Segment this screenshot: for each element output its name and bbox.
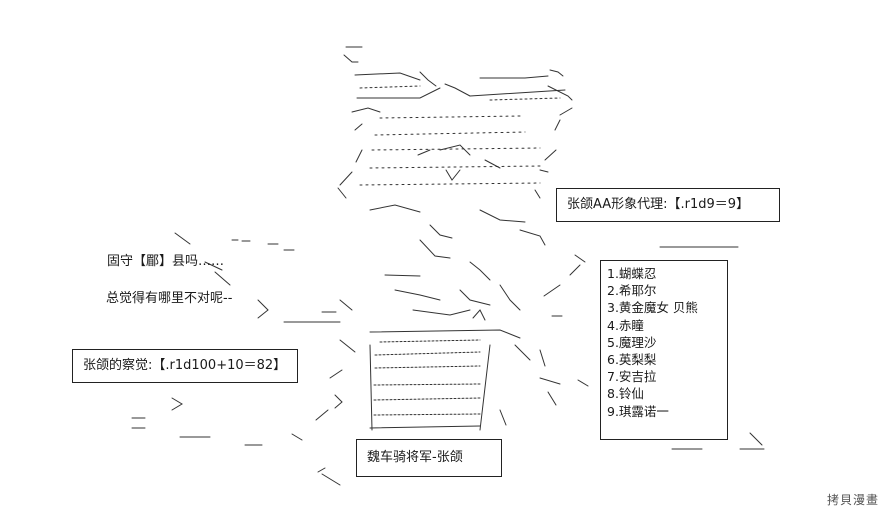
perception-roll-box: 张颌的察觉:【.r1d100+10＝82】	[72, 349, 298, 383]
candidate-list-box: 1.蝴蝶忍 2.希耶尔 3.黄金魔女 贝熊 4.赤瞳 5.魔理沙 6.英梨梨 7…	[600, 260, 728, 440]
aa-proxy-roll-text: 张颌AA形象代理:【.r1d9＝9】	[567, 196, 750, 212]
list-item: 5.魔理沙	[607, 334, 657, 350]
list-item: 1.蝴蝶忍	[607, 266, 657, 281]
character-name-text: 魏车骑将军-张颌	[367, 449, 463, 465]
list-item: 7.安吉拉	[607, 369, 657, 385]
list-item: 6.英梨梨	[607, 351, 657, 367]
candidate-list: 1.蝴蝶忍 2.希耶尔 3.黄金魔女 贝熊 4.赤瞳 5.魔理沙 6.英梨梨 7…	[607, 265, 721, 420]
list-item: 9.琪露诺一	[607, 403, 669, 419]
character-name-box: 魏车骑将军-张颌	[356, 439, 502, 477]
list-item: 2.希耶尔	[607, 283, 657, 299]
speech-line-2: 总觉得有哪里不对呢--	[106, 291, 233, 306]
list-item: 8.铃仙	[607, 386, 644, 402]
perception-roll-text: 张颌的察觉:【.r1d100+10＝82】	[83, 357, 287, 373]
list-item: 4.赤瞳	[607, 317, 644, 333]
speech-line-1: 固守【郿】县吗……	[107, 254, 225, 269]
list-item: 3.黄金魔女 贝熊	[607, 300, 698, 316]
watermark-credit: 拷貝漫畫	[826, 493, 879, 507]
aa-proxy-roll-box: 张颌AA形象代理:【.r1d9＝9】	[556, 188, 780, 222]
